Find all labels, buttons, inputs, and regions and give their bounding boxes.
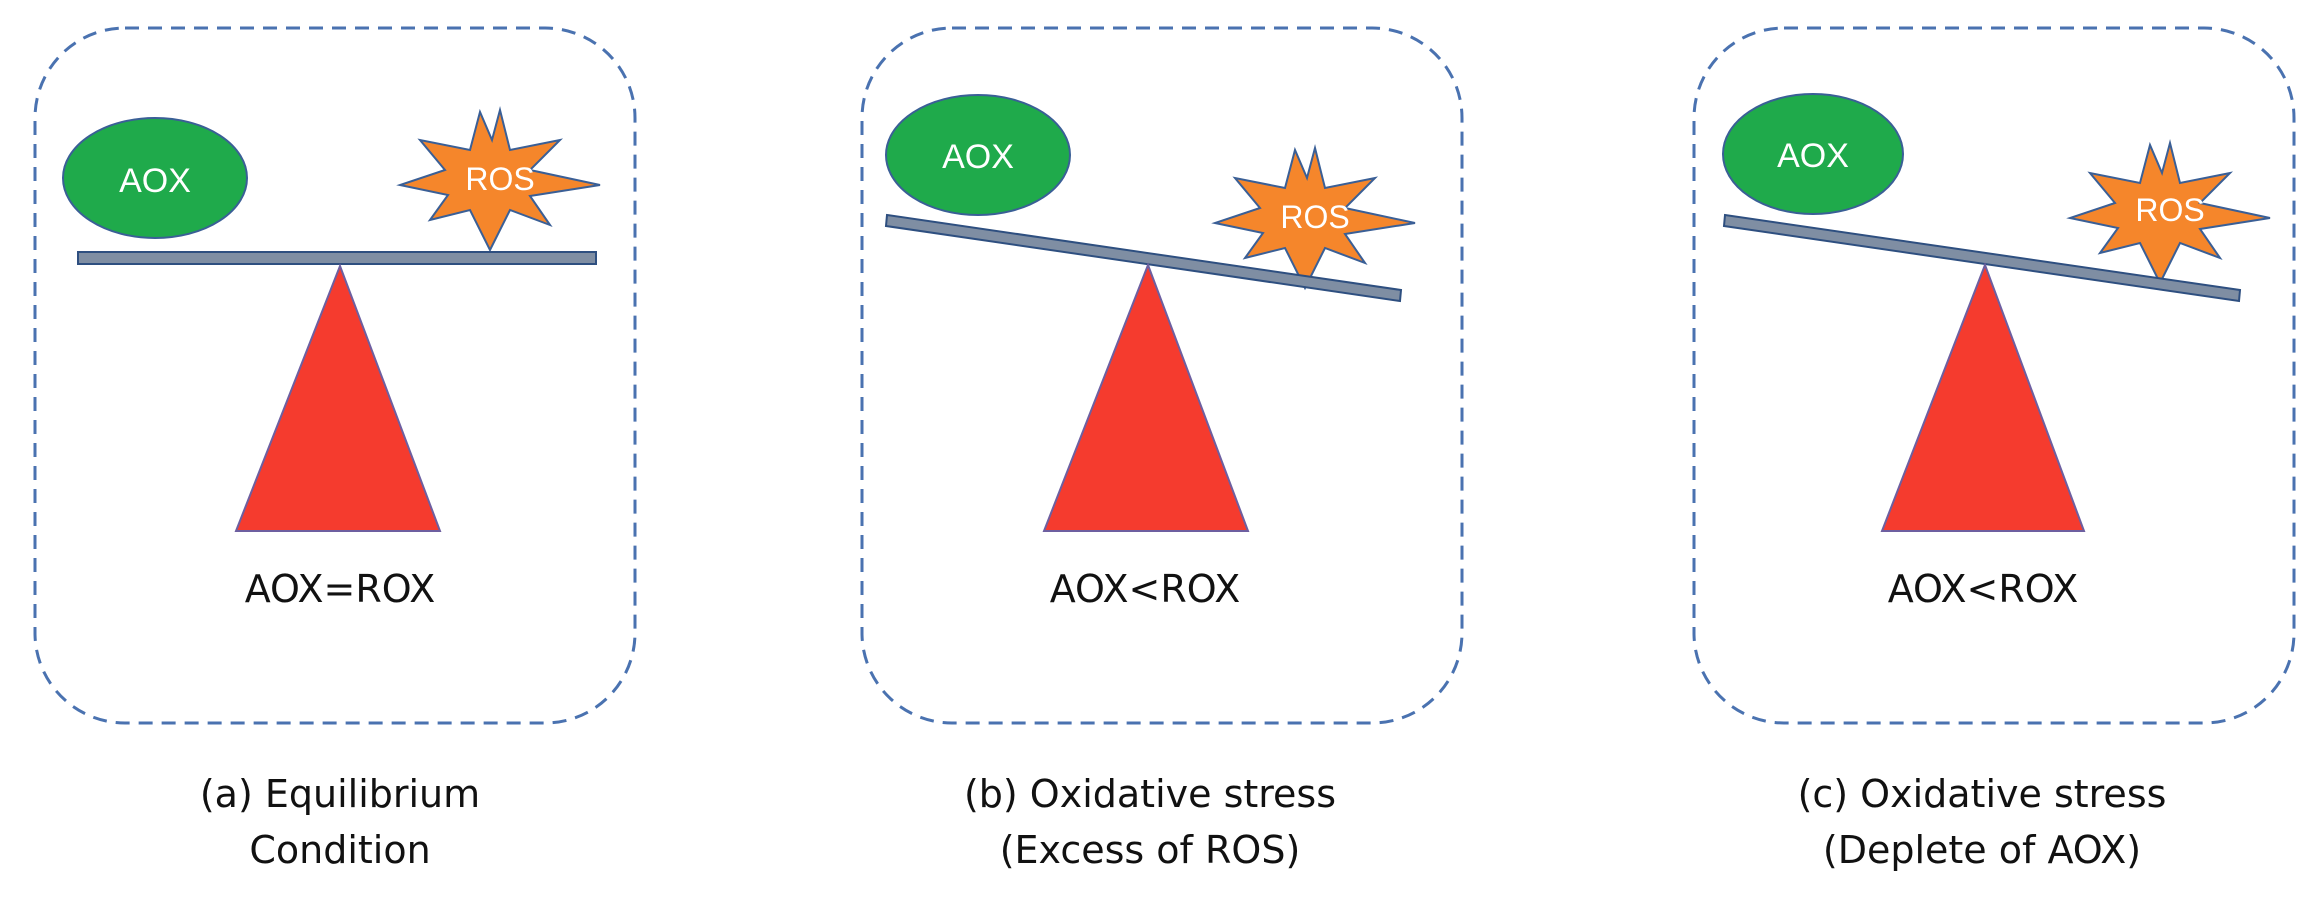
panel-c-caption: (c) Oxidative stress (Deplete of AOX) [1632, 766, 2319, 878]
panel-b-caption-line1: (b) Oxidative stress [963, 772, 1337, 816]
panel-b-ros-label: ROS [1280, 199, 1349, 235]
panel-b-caption: (b) Oxidative stress (Excess of ROS) [800, 766, 1500, 878]
panel-c-caption-line1: (c) Oxidative stress [1797, 772, 2167, 816]
panel-c-relation: AOX<ROX [1888, 567, 2079, 611]
panel-b-beam [884, 213, 1403, 303]
panel-b-aox-label: AOX [942, 138, 1014, 176]
panel-a-aox-label: AOX [119, 162, 191, 200]
panel-a-caption-line1: (a) Equilibrium [199, 772, 481, 816]
panel-b-ros-burst [1211, 144, 1416, 291]
panel-c-beam [1722, 213, 2242, 303]
panel-a-relation: AOX=ROX [245, 567, 436, 611]
panel-a-frame [33, 26, 637, 725]
panel-b-caption-line2: (Excess of ROS) [999, 828, 1301, 872]
panel-a-caption-line2: Condition [249, 828, 431, 872]
panel-a-beam [77, 251, 597, 265]
panel-b-aox-blob [885, 94, 1071, 216]
panel-c-caption-line2: (Deplete of AOX) [1822, 828, 2142, 872]
panel-b: AOX ROS AOX<ROX [860, 26, 1464, 725]
panel-c: AOX ROS AOX<ROX [1692, 26, 2296, 725]
panel-c-ros-burst [2066, 139, 2271, 286]
panel-b-relation: AOX<ROX [1050, 567, 1241, 611]
panel-b-frame [860, 26, 1464, 725]
panel-b-fulcrum [1042, 262, 1250, 532]
panel-a-ros-label: ROS [465, 161, 534, 197]
panel-a-aox-blob [62, 117, 248, 239]
panel-a-caption: (a) Equilibrium Condition [0, 766, 690, 878]
panel-c-aox-blob [1722, 93, 1904, 215]
panel-a-fulcrum [234, 263, 442, 532]
panel-a: AOX ROS AOX=ROX [33, 26, 637, 725]
panel-c-frame [1692, 26, 2296, 725]
panel-c-fulcrum [1880, 262, 2086, 532]
panel-a-ros-burst [396, 106, 601, 253]
panel-c-aox-label: AOX [1777, 137, 1849, 175]
panel-c-ros-label: ROS [2135, 192, 2204, 228]
